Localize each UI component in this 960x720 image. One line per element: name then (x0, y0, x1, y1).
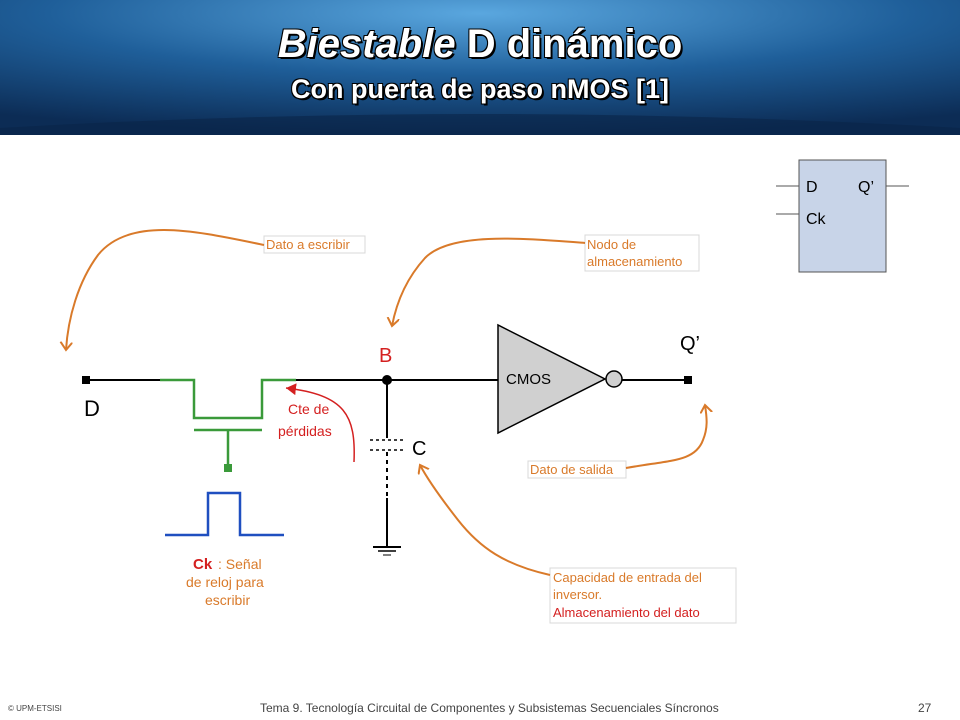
svg-text:de reloj para: de reloj para (186, 574, 264, 590)
arrow-cte-perdidas (285, 383, 355, 463)
annotation-cte-perdidas: Cte de pérdidas (278, 383, 355, 463)
arrow-dato-salida (625, 405, 707, 469)
svg-text:inversor.: inversor. (553, 587, 602, 602)
d-label: D (84, 396, 100, 421)
nmos-pass-transistor (160, 378, 296, 472)
annotation-dato-salida: Dato de salida (527, 405, 707, 479)
symbol-q-label: Q’ (858, 179, 874, 196)
page-subtitle: Con puerta de paso nMOS [1] (290, 74, 670, 104)
arrow-dato-escribir (66, 229, 265, 350)
q-terminal (684, 376, 692, 384)
inverter-triangle (497, 323, 607, 435)
svg-text:almacenamiento: almacenamiento (587, 254, 682, 269)
svg-text:Cte de: Cte de (288, 401, 329, 417)
annotation-capacidad: Capacidad de entrada del inversor. Almac… (420, 465, 737, 624)
svg-text:Nodo de: Nodo de (587, 237, 636, 252)
svg-text:escribir: escribir (205, 592, 250, 608)
cmos-inverter: CMOS (497, 323, 623, 435)
symbol-box (798, 159, 887, 273)
gate-terminal (224, 464, 232, 472)
flipflop-symbol: D Q’ Ck (776, 159, 909, 273)
annotation-ck: Ck : Señal de reloj para escribir (186, 556, 264, 608)
annotation-dato-escribir: Dato a escribir (66, 229, 366, 350)
inverter-label: CMOS (506, 371, 551, 388)
arrow-capacidad (420, 465, 551, 576)
clock-waveform (165, 491, 284, 537)
header-background (0, 0, 960, 135)
footer-course-title: Tema 9. Tecnología Circuital de Componen… (260, 701, 719, 715)
arrow-nodo (392, 237, 586, 326)
annotation-nodo: Nodo de almacenamiento (392, 234, 700, 326)
title-rest: D dinámico (455, 22, 683, 66)
main-wires (82, 375, 692, 556)
svg-text:Dato a escribir: Dato a escribir (266, 237, 350, 252)
footer-copyright: © UPM-ETSISI (8, 704, 62, 713)
b-label: B (379, 345, 392, 367)
page-number: 27 (918, 701, 932, 715)
symbol-ck-label: Ck (806, 211, 827, 228)
svg-text:Capacidad de entrada del: Capacidad de entrada del (553, 570, 702, 585)
page-title: Biestable D dinámico (0, 22, 960, 67)
d-terminal (82, 376, 90, 384)
svg-text:Ck: Ck (193, 556, 213, 573)
nmos-channel (160, 378, 296, 420)
svg-text:: Señal: : Señal (218, 556, 262, 572)
svg-text:Dato de salida: Dato de salida (530, 462, 614, 477)
symbol-d-label: D (806, 179, 818, 196)
header-banner: Biestable D dinámico Con puerta de paso … (0, 0, 960, 135)
svg-text:Almacenamiento del dato: Almacenamiento del dato (553, 605, 700, 620)
title-italic: Biestable (277, 22, 456, 66)
c-label: C (412, 438, 426, 460)
svg-text:pérdidas: pérdidas (278, 423, 332, 439)
q-label: Q’ (680, 333, 700, 355)
inverter-bubble (605, 370, 623, 388)
